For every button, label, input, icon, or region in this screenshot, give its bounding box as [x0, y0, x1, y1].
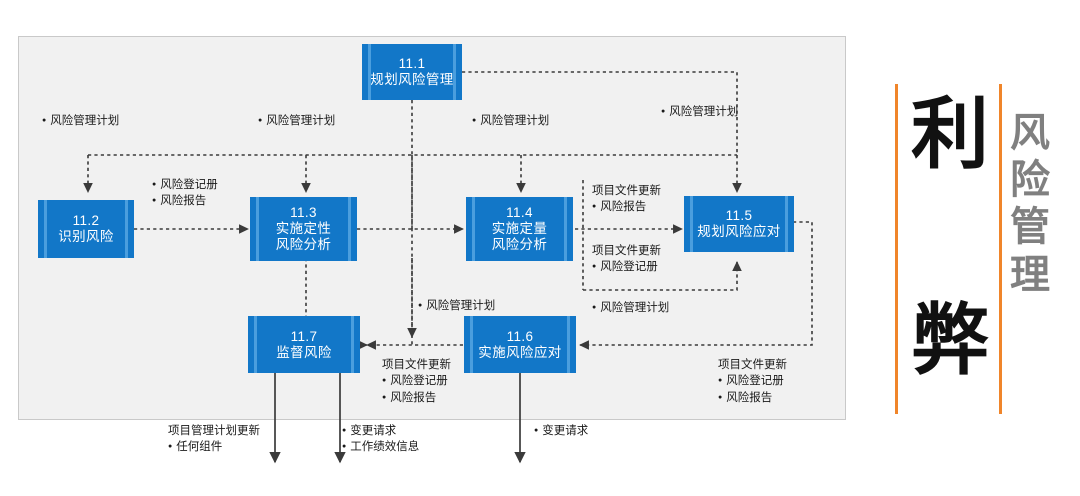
label-header: 项目文件更新: [382, 359, 451, 371]
label-doc-update-mid: 项目文件更新 风险登记册: [592, 243, 661, 276]
label-header: 项目文件更新: [592, 185, 661, 197]
process-name: 实施风险应对: [478, 344, 562, 360]
process-number: 11.2: [72, 213, 100, 229]
label-text: 风险登记册: [592, 259, 661, 275]
banner-title-char-3: 管: [1010, 204, 1050, 251]
label-change-request-2: 变更请求: [534, 423, 588, 439]
process-box-11-3[interactable]: 11.3 实施定性 风险分析: [250, 197, 357, 261]
process-box-11-7[interactable]: 11.7 监督风险: [248, 316, 360, 373]
label-change-request-1: 变更请求 工作绩效信息: [342, 423, 419, 456]
process-number: 11.3: [290, 205, 317, 221]
label-plan-to-116-right: 风险管理计划: [592, 300, 669, 316]
process-box-11-4[interactable]: 11.4 实施定量 风险分析: [466, 197, 573, 261]
process-name-line1: 实施定量: [491, 221, 548, 237]
process-name: 识别风险: [58, 229, 114, 244]
banner-title-char-4: 理: [1010, 251, 1050, 298]
process-box-11-5[interactable]: 11.5 规划风险应对: [684, 196, 794, 252]
banner-title-char-1: 风: [1010, 110, 1050, 156]
label-plan-to-116: 风险管理计划: [418, 298, 495, 314]
process-box-11-6[interactable]: 11.6 实施风险应对: [464, 316, 576, 373]
process-box-11-2[interactable]: 11.2 识别风险: [38, 200, 134, 258]
banner-vertical-title: 风 险 管 理: [1010, 110, 1066, 299]
label-text: 风险管理计划: [258, 113, 335, 129]
label-text: 风险报告: [592, 199, 661, 215]
label-risk-register-report: 风险登记册 风险报告: [152, 177, 218, 210]
label-text: 风险管理计划: [472, 113, 549, 129]
label-text: 风险报告: [152, 193, 218, 209]
label-header: 项目文件更新: [592, 245, 661, 257]
label-doc-update-top: 项目文件更新 风险报告: [592, 183, 661, 216]
label-header: 项目文件更新: [718, 359, 787, 371]
process-name: 规划风险应对: [697, 224, 781, 239]
process-number: 11.7: [290, 328, 318, 344]
label-text: 风险管理计划: [592, 300, 669, 316]
label-doc-update-116: 项目文件更新 风险登记册 风险报告: [382, 357, 451, 406]
label-text: 变更请求: [342, 423, 419, 439]
label-pm-plan-update: 项目管理计划更新 任何组件: [168, 423, 260, 456]
process-name-line2: 风险分析: [275, 236, 332, 252]
process-number: 11.4: [506, 205, 533, 221]
label-plan-to-115: 风险管理计划: [661, 104, 738, 120]
label-text: 风险管理计划: [418, 298, 495, 314]
process-name-line2: 风险分析: [491, 236, 548, 252]
label-plan-to-113: 风险管理计划: [258, 113, 335, 129]
label-text: 任何组件: [168, 439, 260, 455]
label-plan-to-114: 风险管理计划: [472, 113, 549, 129]
label-text: 风险报告: [382, 390, 451, 406]
process-number: 11.6: [506, 328, 534, 344]
label-text: 变更请求: [534, 423, 588, 439]
banner-title-char-2: 险: [1010, 157, 1050, 204]
process-number: 11.5: [725, 208, 753, 224]
label-header: 项目管理计划更新: [168, 425, 260, 437]
label-text: 风险报告: [718, 390, 787, 406]
process-name: 监督风险: [276, 344, 332, 360]
label-plan-to-112: 风险管理计划: [42, 113, 119, 129]
accent-rule-left: [895, 84, 898, 414]
label-doc-update-115: 项目文件更新 风险登记册 风险报告: [718, 357, 787, 406]
process-name-line1: 实施定性: [275, 221, 332, 237]
process-number: 11.1: [398, 56, 426, 72]
side-banner: 利 弊 风 险 管 理: [880, 84, 1070, 414]
banner-char-bottom: 弊: [910, 296, 989, 386]
label-text: 风险登记册: [718, 373, 787, 389]
accent-rule-right: [999, 84, 1002, 414]
label-text: 风险登记册: [382, 373, 451, 389]
label-text: 工作绩效信息: [342, 439, 419, 455]
banner-char-top: 利: [910, 90, 989, 180]
process-box-11-1[interactable]: 11.1 规划风险管理: [362, 44, 462, 100]
process-name: 规划风险管理: [370, 72, 454, 87]
label-text: 风险管理计划: [42, 113, 119, 129]
label-text: 风险管理计划: [661, 104, 738, 120]
label-text: 风险登记册: [152, 177, 218, 193]
